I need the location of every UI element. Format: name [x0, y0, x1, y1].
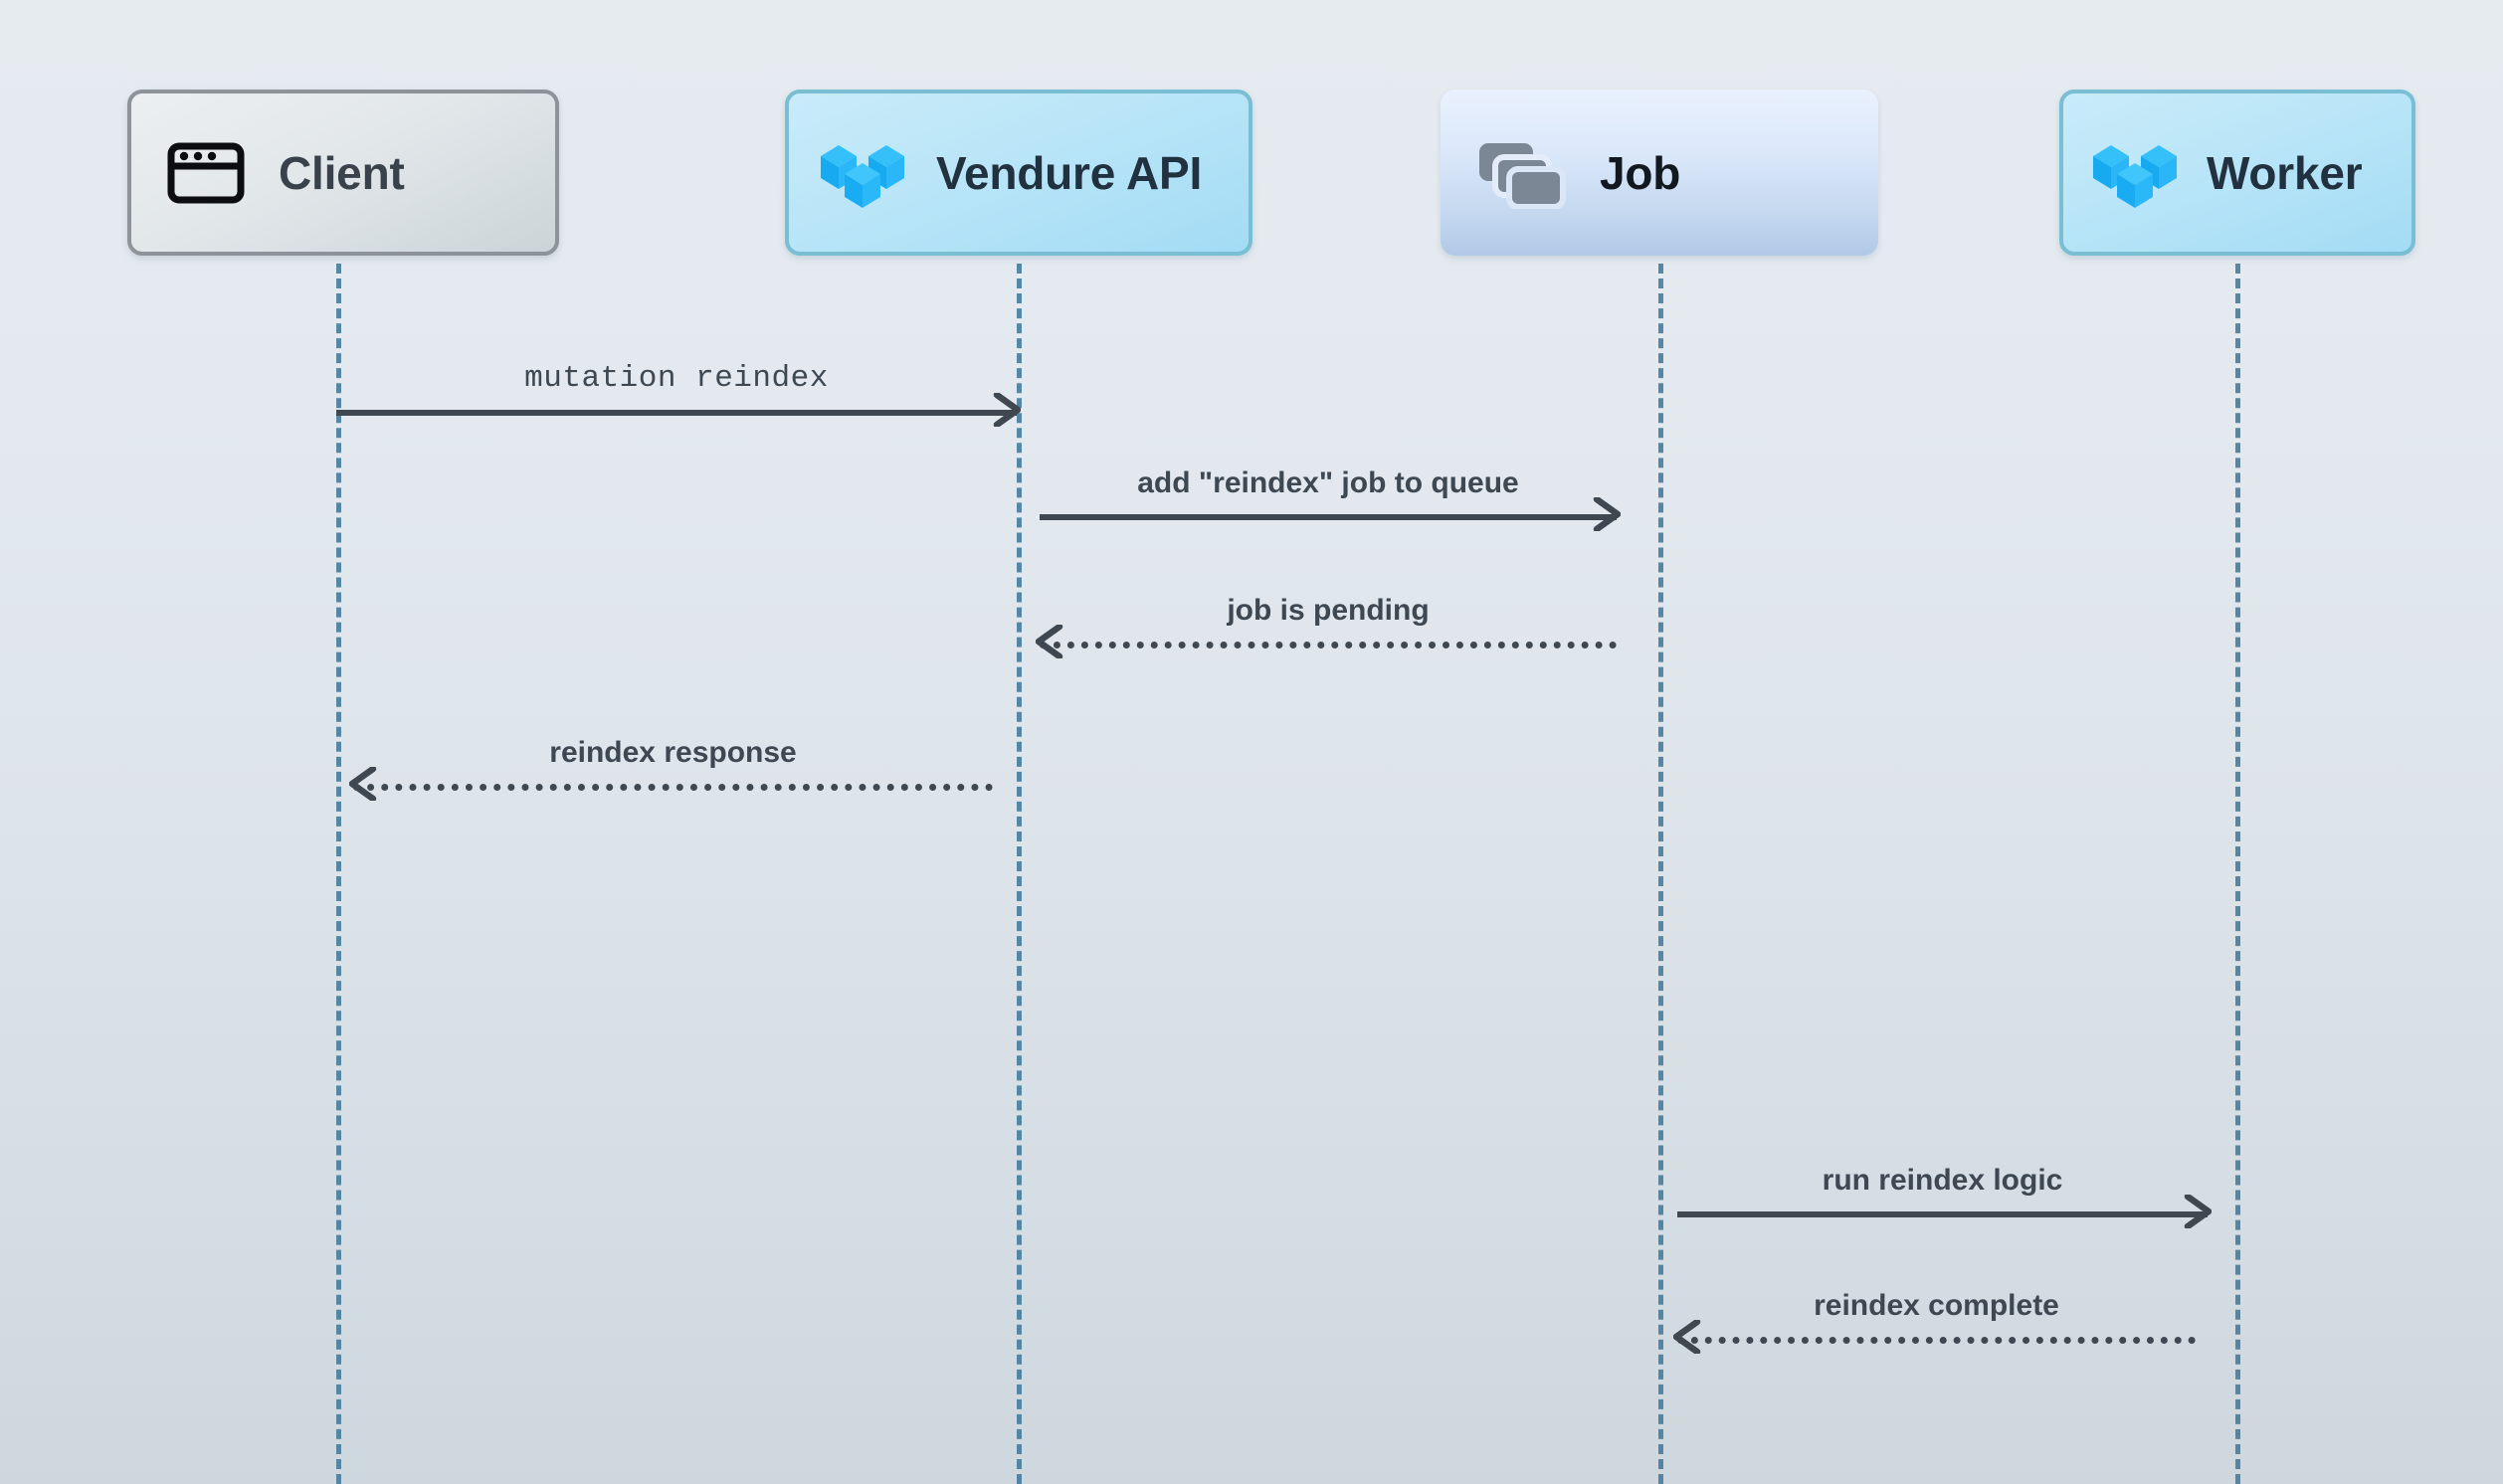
message-line-dotted — [1040, 642, 1617, 649]
arrowhead-right-icon — [987, 391, 1022, 429]
message-line-solid — [1677, 1211, 2208, 1217]
participant-label-worker: Worker — [2207, 146, 2363, 199]
message-label: mutation reindex — [524, 361, 829, 396]
arrowhead-left-icon — [1035, 623, 1069, 660]
message-label: reindex complete — [1814, 1289, 2059, 1322]
lifeline-job — [1658, 264, 1663, 1484]
participant-label-vendure-api: Vendure API — [936, 146, 1203, 199]
lifeline-client — [336, 264, 341, 1484]
message-label: job is pending — [1227, 594, 1430, 627]
participant-label-client: Client — [279, 146, 405, 199]
arrowhead-right-icon — [1587, 495, 1622, 533]
layers-stack-icon — [1476, 137, 1566, 209]
arrowhead-left-icon — [1672, 1318, 1707, 1356]
browser-window-icon — [167, 142, 245, 204]
participant-worker[interactable]: Worker — [2059, 90, 2415, 256]
lifeline-vendure-api — [1017, 264, 1022, 1484]
arrowhead-right-icon — [2178, 1193, 2213, 1230]
message-line-dotted — [353, 784, 993, 791]
participant-vendure-api[interactable]: Vendure API — [785, 90, 1252, 256]
vendure-cubes-icon — [2089, 134, 2181, 212]
message-label: add "reindex" job to queue — [1137, 466, 1519, 499]
lifeline-worker — [2235, 264, 2240, 1484]
participant-client[interactable]: Client — [127, 90, 559, 256]
message-line-solid — [336, 410, 1017, 416]
message-line-solid — [1040, 514, 1617, 520]
participant-job[interactable]: Job — [1441, 90, 1878, 256]
message-line-dotted — [1677, 1337, 2196, 1344]
arrowhead-left-icon — [348, 765, 383, 803]
message-label: reindex response — [549, 736, 797, 769]
vendure-cubes-icon — [817, 134, 908, 212]
message-label: run reindex logic — [1822, 1164, 2063, 1197]
participant-label-job: Job — [1600, 146, 1681, 199]
